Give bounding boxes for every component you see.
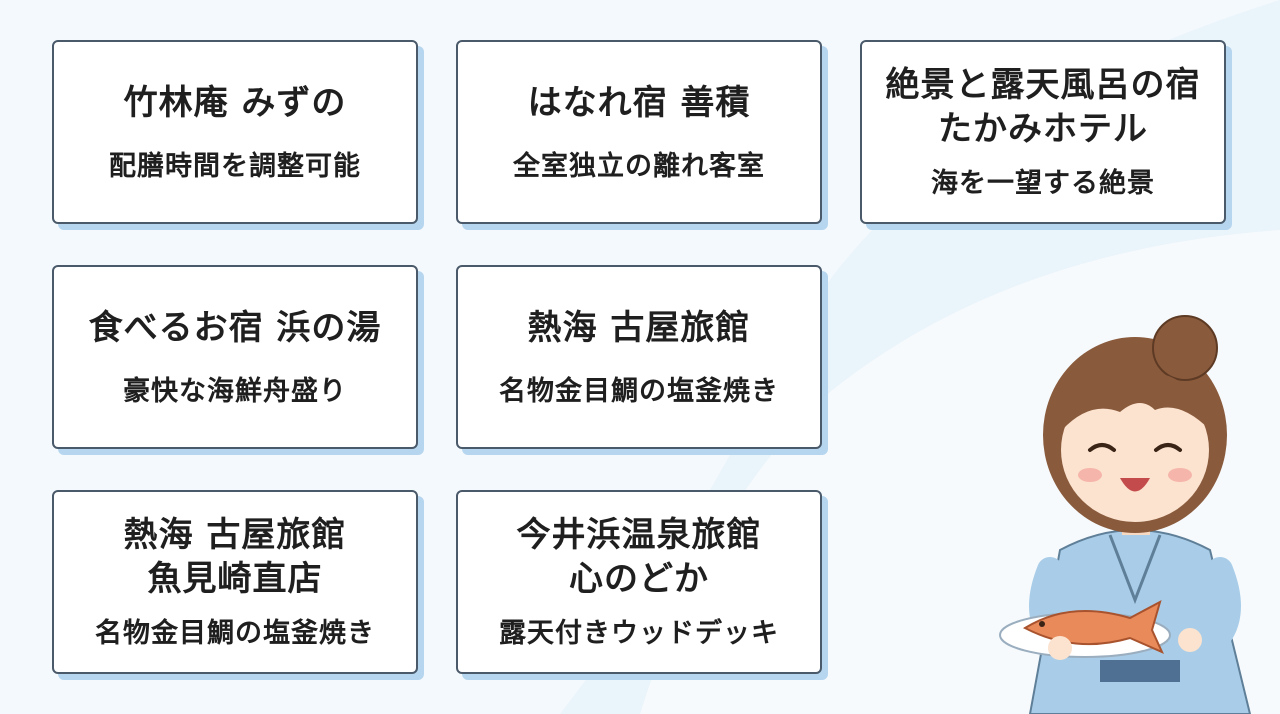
woman-with-fish-illustration	[999, 315, 1252, 714]
inn-name-line2: たかみホテル	[938, 108, 1148, 149]
inn-name: 熱海 古屋旅館 魚見崎直店	[124, 514, 347, 601]
inn-card-imaihama-kokorodoka[interactable]: 今井浜温泉旅館 心のどか 露天付きウッドデッキ	[456, 490, 822, 674]
inn-feature: 豪快な海鮮舟盛り	[123, 375, 347, 407]
inn-card-atami-furuya-branch[interactable]: 熱海 古屋旅館 魚見崎直店 名物金目鯛の塩釜焼き	[52, 490, 418, 674]
inn-card-atami-furuya[interactable]: 熱海 古屋旅館 名物金目鯛の塩釜焼き	[456, 265, 822, 449]
inn-feature: 露天付きウッドデッキ	[499, 618, 779, 650]
inn-card-takami-hotel[interactable]: 絶景と露天風呂の宿 たかみホテル 海を一望する絶景	[860, 40, 1226, 224]
inn-feature: 全室独立の離れ客室	[513, 150, 765, 182]
inn-feature: 海を一望する絶景	[931, 168, 1155, 200]
inn-feature: 配膳時間を調整可能	[109, 150, 361, 182]
inn-name-line1: 熱海 古屋旅館	[123, 514, 347, 555]
inn-name: 熱海 古屋旅館	[527, 308, 751, 349]
inn-feature: 名物金目鯛の塩釜焼き	[95, 618, 375, 650]
inn-name-line2: 魚見崎直店	[147, 558, 323, 599]
inn-name: 食べるお宿 浜の湯	[88, 308, 382, 349]
inn-feature: 名物金目鯛の塩釜焼き	[499, 375, 779, 407]
inn-name-line1: 今井浜温泉旅館	[516, 514, 762, 555]
inn-card-hamanoyu[interactable]: 食べるお宿 浜の湯 豪快な海鮮舟盛り	[52, 265, 418, 449]
inn-name: 絶景と露天風呂の宿 たかみホテル	[886, 64, 1201, 151]
inn-card-hanareyado-yoshizumi[interactable]: はなれ宿 善積 全室独立の離れ客室	[456, 40, 822, 224]
inn-name: はなれ宿 善積	[527, 83, 751, 124]
inn-name: 竹林庵 みずの	[123, 83, 347, 124]
inn-name: 今井浜温泉旅館 心のどか	[517, 514, 762, 601]
inn-card-chikurinan-mizuno[interactable]: 竹林庵 みずの 配膳時間を調整可能	[52, 40, 418, 224]
inn-name-line2: 心のどか	[569, 558, 709, 599]
inn-name-line1: 絶景と露天風呂の宿	[885, 64, 1201, 105]
